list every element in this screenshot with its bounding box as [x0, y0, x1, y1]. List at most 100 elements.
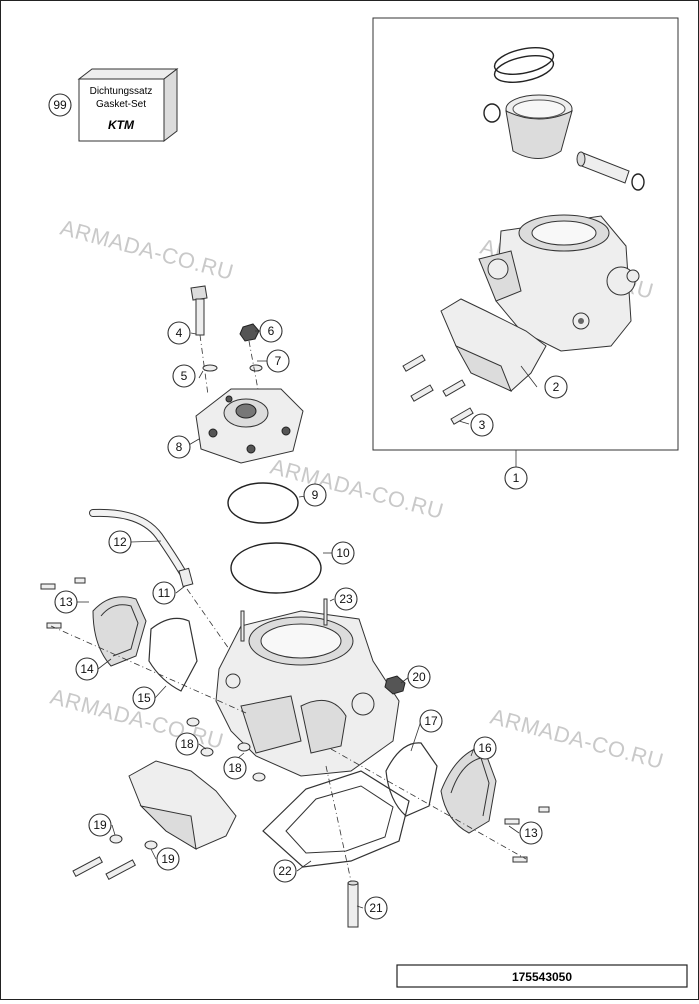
exhaust-flange	[128, 760, 237, 850]
left-cover-axis	[50, 625, 247, 714]
callout-6: 6	[259, 319, 283, 343]
collar-nut	[384, 675, 406, 695]
piston-pin-clip-left	[483, 103, 501, 123]
dowel-pin	[347, 880, 359, 928]
callout-15: 15	[132, 686, 156, 710]
callout-5: 5	[172, 364, 196, 388]
watermark-1: ARMADA-CO.RU	[58, 215, 237, 285]
cylinder	[215, 610, 400, 777]
callout-17: 17	[419, 709, 443, 733]
callout-3: 3	[470, 413, 494, 437]
callout-19-left: 19	[88, 813, 112, 837]
svg-text:12: 12	[113, 535, 127, 549]
svg-text:23: 23	[339, 592, 353, 606]
callout-16: 16	[473, 736, 497, 760]
callout-21: 21	[364, 896, 388, 920]
flange-washer-a	[109, 834, 123, 844]
breather-hose-inner	[90, 509, 186, 576]
exhaust-valve-cover	[440, 298, 547, 392]
svg-text:15: 15	[137, 691, 151, 705]
svg-text:99: 99	[53, 98, 67, 112]
cylinder-kit	[478, 214, 640, 352]
left-valve-cover	[92, 596, 147, 667]
callout-22: 22	[273, 859, 297, 883]
cylinder-head	[195, 388, 304, 464]
piston-rings	[493, 47, 555, 83]
svg-text:20: 20	[412, 670, 426, 684]
sealing-washer-d	[252, 772, 266, 782]
hose-fitting	[178, 567, 194, 588]
piston-pin	[576, 151, 630, 184]
ktm-logo: KTM	[108, 118, 135, 132]
svg-text:14: 14	[80, 662, 94, 676]
svg-text:8: 8	[176, 440, 183, 454]
callout-99: 99	[48, 93, 72, 117]
callout-20: 20	[407, 665, 431, 689]
svg-text:16: 16	[478, 741, 492, 755]
svg-text:13: 13	[59, 595, 73, 609]
callout-19-right: 19	[156, 847, 180, 871]
gasket-set-line1: Dichtungssatz	[90, 86, 153, 97]
watermark-5: ARMADA-CO.RU	[488, 704, 667, 774]
callout-18-upper: 18	[175, 732, 199, 756]
gasket-set-box: Dichtungssatz Gasket-Set KTM	[77, 67, 179, 143]
callout-14: 14	[75, 657, 99, 681]
head-o-ring-large	[230, 542, 322, 594]
svg-text:7: 7	[275, 354, 282, 368]
svg-text:17: 17	[424, 714, 438, 728]
cylinder-studs	[240, 598, 328, 642]
svg-text:19: 19	[161, 852, 175, 866]
callout-23: 23	[334, 587, 358, 611]
piston	[505, 94, 573, 159]
left-cover-screws	[40, 577, 86, 629]
svg-text:9: 9	[312, 488, 319, 502]
right-cover-axis	[330, 748, 527, 860]
base-gasket	[262, 770, 410, 868]
svg-text:1: 1	[513, 471, 520, 485]
svg-text:18: 18	[180, 737, 194, 751]
head-bolt	[190, 285, 208, 336]
svg-text:4: 4	[176, 326, 183, 340]
part-number-box: 175543050	[396, 964, 688, 988]
callout-8: 8	[167, 435, 191, 459]
kit-bolts	[402, 354, 474, 425]
head-washer-right	[249, 364, 263, 372]
callout-13-left: 13	[54, 590, 78, 614]
svg-text:19: 19	[93, 818, 107, 832]
sealing-washer-b	[200, 747, 214, 757]
head-bolt-axis	[199, 334, 209, 396]
svg-text:5: 5	[181, 369, 188, 383]
flange-bolts	[72, 856, 136, 880]
head-o-ring-small	[227, 482, 299, 524]
svg-text:11: 11	[158, 586, 171, 600]
callout-7: 7	[266, 349, 290, 373]
callout-18-lower: 18	[223, 756, 247, 780]
svg-text:18: 18	[228, 761, 242, 775]
callout-2: 2	[544, 375, 568, 399]
svg-text:21: 21	[369, 901, 383, 915]
callout-4: 4	[167, 321, 191, 345]
callout-9: 9	[303, 483, 327, 507]
svg-text:10: 10	[336, 546, 350, 560]
sealing-washer-a	[186, 717, 200, 727]
piston-pin-clip-right	[631, 173, 645, 191]
right-cover-gasket	[385, 742, 438, 817]
kit-frame	[372, 17, 679, 451]
svg-text:22: 22	[278, 864, 292, 878]
head-washer-left	[202, 364, 218, 372]
callout-10: 10	[331, 541, 355, 565]
callout-12: 12	[108, 530, 132, 554]
svg-text:6: 6	[268, 324, 275, 338]
right-cover-screws	[504, 806, 550, 863]
svg-text:3: 3	[479, 418, 486, 432]
gasket-set-line2: Gasket-Set	[96, 99, 146, 110]
part-number: 175543050	[512, 970, 572, 984]
head-nut-axis	[248, 340, 260, 396]
callout-13-right: 13	[519, 821, 543, 845]
svg-text:2: 2	[553, 380, 560, 394]
flange-washer-b	[144, 840, 158, 850]
callout-1: 1	[504, 466, 528, 490]
head-nut	[239, 323, 260, 342]
sealing-washer-c	[237, 742, 251, 752]
